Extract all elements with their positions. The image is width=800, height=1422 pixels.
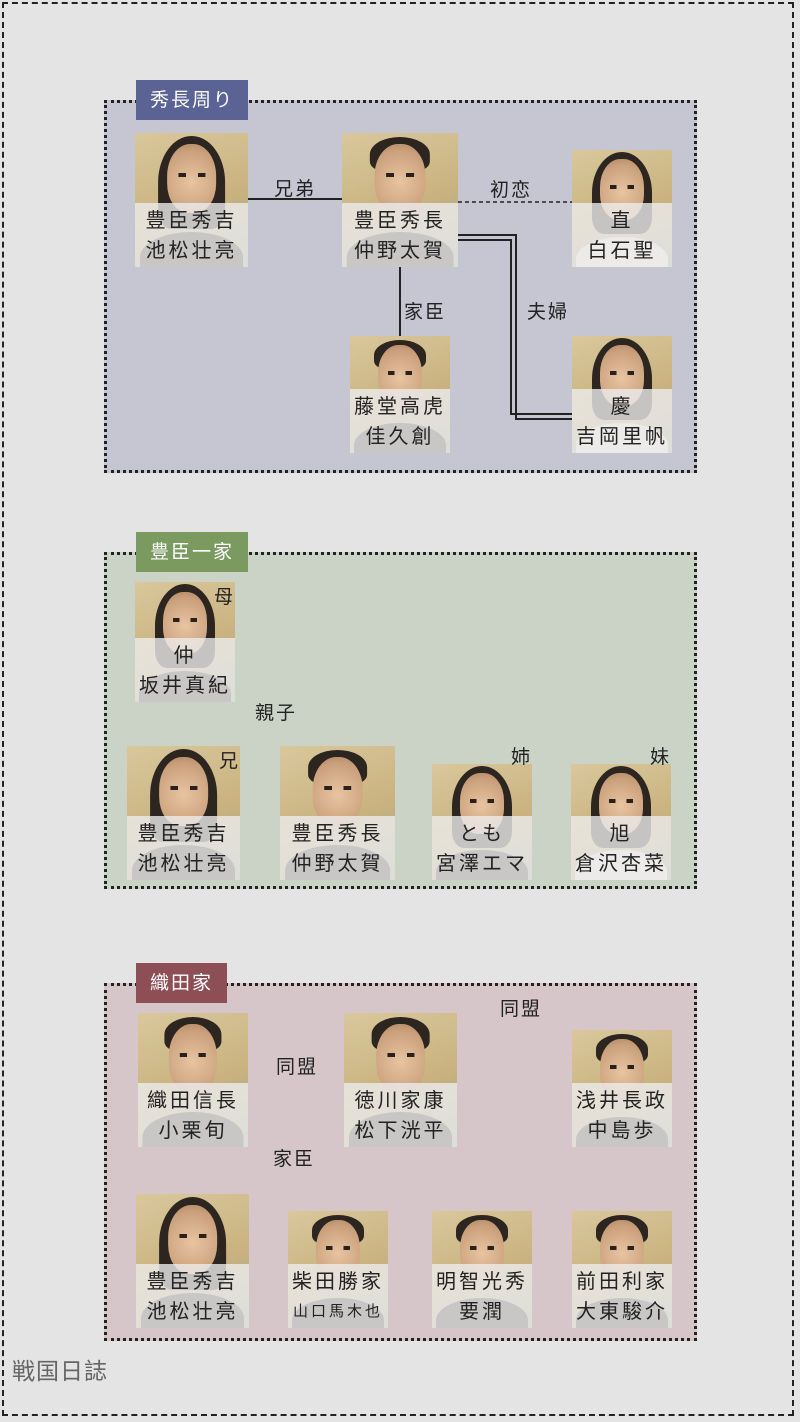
actor-name: 山口馬木也 (292, 1302, 383, 1320)
role-name: 直 (610, 208, 634, 232)
role-name: 豊臣秀長 (291, 821, 384, 845)
actor-name: 中島歩 (587, 1118, 657, 1142)
actor-name: 倉沢杏菜 (575, 851, 667, 875)
card-hideyoshi-family: 兄 豊臣秀吉池松壮亮 (127, 746, 240, 880)
card-naka: 母 仲坂井真紀 (135, 582, 235, 702)
role-name: 明智光秀 (436, 1269, 528, 1293)
role-name: 前田利家 (576, 1269, 668, 1293)
card-hideyoshi-oda: 豊臣秀吉池松壮亮 (136, 1194, 249, 1328)
actor-name: 仲野太賀 (354, 238, 446, 262)
actor-name: 池松壮亮 (137, 851, 230, 875)
role-name: 仲 (173, 643, 197, 667)
role-name: 豊臣秀長 (354, 208, 446, 232)
actor-name: 池松壮亮 (146, 1299, 239, 1323)
role-name: 柴田勝家 (292, 1269, 384, 1293)
role-name: 旭 (609, 821, 633, 845)
card-nagamasa: 浅井長政中島歩 (572, 1030, 672, 1147)
actor-name: 佳久創 (365, 424, 435, 448)
label-brothers: 兄弟 (274, 178, 317, 200)
label-alliance-ieyasu: 同盟 (276, 1056, 319, 1078)
actor-name: 宮澤エマ (436, 851, 528, 875)
card-takatora: 藤堂高虎佳久創 (350, 336, 450, 453)
card-kei: 慶吉岡里帆 (572, 336, 672, 453)
card-hideyoshi: 豊臣秀吉池松壮亮 (135, 133, 248, 267)
actor-name: 小栗旬 (158, 1118, 228, 1142)
actor-name: 池松壮亮 (145, 238, 238, 262)
actor-name: 白石聖 (587, 238, 657, 262)
section-title-oda: 織田家 (136, 963, 228, 1003)
card-hidenaga: 豊臣秀長仲野太賀 (342, 133, 458, 267)
role-name: 織田信長 (147, 1088, 239, 1112)
role-name: 徳川家康 (354, 1088, 447, 1112)
role-name: 豊臣秀吉 (145, 208, 238, 232)
role-name: 豊臣秀吉 (146, 1269, 239, 1293)
card-nobunaga: 織田信長小栗旬 (138, 1013, 248, 1147)
role-name: 藤堂高虎 (354, 394, 446, 418)
relation-label: 妹 (649, 746, 669, 768)
card-ieyasu: 徳川家康松下洸平 (344, 1013, 457, 1147)
actor-name: 吉岡里帆 (576, 424, 668, 448)
role-name: 豊臣秀吉 (137, 821, 230, 845)
relation-label: 兄 (218, 750, 238, 772)
relation-label: 姉 (510, 746, 530, 768)
role-name: 浅井長政 (576, 1088, 668, 1112)
footer-credit: 戦国日誌 (12, 1359, 108, 1385)
actor-name: 要潤 (459, 1299, 505, 1323)
label-married: 夫婦 (527, 301, 570, 323)
card-katsuie: 柴田勝家山口馬木也 (288, 1211, 388, 1328)
card-mitsuhide: 明智光秀要潤 (432, 1211, 532, 1328)
card-tomo: 姉 とも宮澤エマ (432, 746, 532, 880)
role-name: 慶 (610, 394, 634, 418)
section-title-hidenaga: 秀長周り (136, 80, 249, 120)
label-alliance-nagamasa: 同盟 (500, 998, 543, 1020)
card-nao: 直白石聖 (572, 150, 672, 267)
actor-name: 大東駿介 (576, 1299, 668, 1323)
actor-name: 松下洸平 (354, 1118, 447, 1142)
card-asahi: 妹 旭倉沢杏菜 (571, 746, 671, 880)
label-first-love: 初恋 (490, 179, 533, 201)
label-parent-child: 親子 (255, 702, 298, 724)
relation-label: 母 (213, 586, 233, 608)
actor-name: 坂井真紀 (139, 673, 231, 697)
label-retainer: 家臣 (404, 301, 447, 323)
role-name: とも (459, 821, 505, 845)
label-retainer-oda: 家臣 (273, 1148, 316, 1170)
actor-name: 仲野太賀 (291, 851, 384, 875)
card-toshiie: 前田利家大東駿介 (572, 1211, 672, 1328)
section-title-toyotomi: 豊臣一家 (136, 532, 249, 572)
card-hidenaga-family: 豊臣秀長仲野太賀 (280, 746, 395, 880)
